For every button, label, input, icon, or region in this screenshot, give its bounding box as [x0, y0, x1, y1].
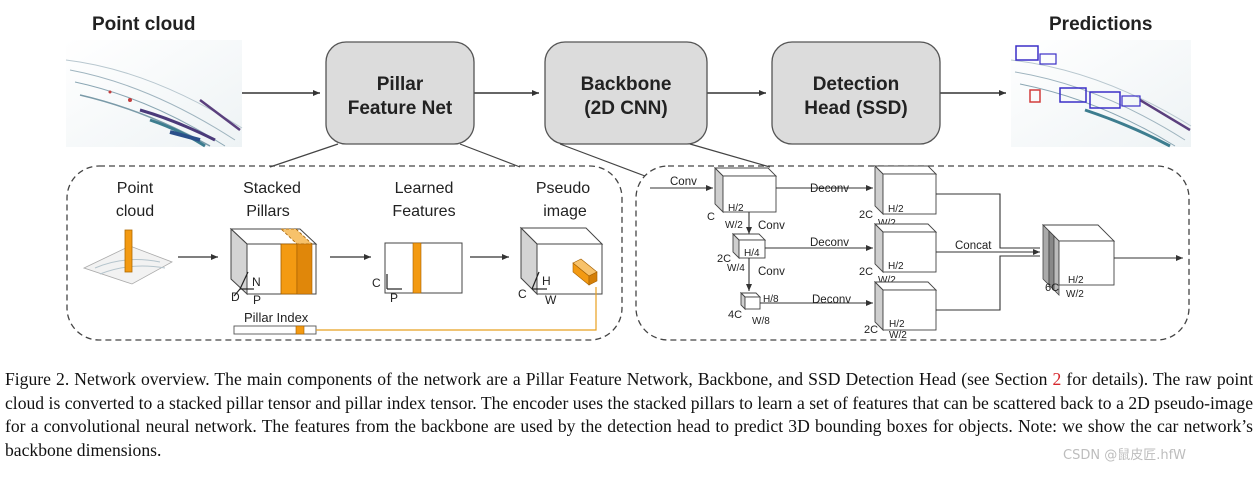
learned-axis-p-label: P: [390, 291, 398, 305]
learned-features-label-1: Learned: [395, 180, 454, 197]
backbone-block-2: [731, 232, 767, 260]
svg-text:Detection: Detection: [813, 74, 900, 95]
block1-c-label: C: [707, 211, 715, 223]
block2-c-label: 2C: [717, 253, 731, 265]
svg-text:Head (SSD): Head (SSD): [804, 98, 907, 119]
conv-label-2: Conv: [758, 220, 785, 232]
svg-text:Backbone: Backbone: [581, 74, 672, 95]
axis-d-label: D: [231, 290, 240, 304]
block1-h-label: H/2: [728, 203, 744, 214]
deconv-label-3: Deconv: [812, 294, 851, 306]
deconv-output-3: [873, 280, 938, 332]
backbone-block-3: [739, 291, 762, 311]
point-cloud-label-1: Point: [117, 180, 154, 197]
pseudo-axis-h-label: H: [542, 274, 551, 288]
deconv3-h-label: H/2: [889, 319, 905, 330]
svg-text:(2D CNN): (2D CNN): [584, 98, 667, 119]
backbone-box: Backbone (2D CNN): [544, 41, 708, 145]
learned-features-tensor: [384, 242, 463, 294]
watermark: CSDN @鼠皮匠.hfW: [1063, 448, 1186, 463]
conv-label-1: Conv: [670, 176, 697, 188]
detection-head-box: Detection Head (SSD): [771, 41, 941, 145]
conv-label-3: Conv: [758, 266, 785, 278]
axis-n-label: N: [252, 275, 261, 289]
point-cloud-title: Point cloud: [92, 14, 195, 35]
block1-w-label: W/2: [725, 220, 743, 231]
stacked-pillars-label-1: Stacked: [243, 180, 301, 197]
pillar-feature-net-box: Pillar Feature Net: [325, 41, 475, 145]
concat-c-label: 6C: [1045, 282, 1059, 294]
deconv2-w-label: W/2: [878, 275, 896, 286]
learned-features-label-2: Features: [392, 203, 455, 220]
pseudo-image-tensor: [519, 226, 604, 296]
deconv-label-2: Deconv: [810, 237, 849, 249]
pseudo-axis-w-label: W: [545, 293, 557, 307]
pseudo-axis-c-label: C: [518, 287, 527, 301]
point-cloud-image: [65, 40, 243, 148]
backbone-block-1: [713, 166, 778, 214]
pillar-index-bar: [233, 287, 597, 335]
stacked-pillars-tensor: [229, 227, 318, 297]
deconv3-w-label: W/2: [889, 330, 907, 341]
deconv1-c-label: 2C: [859, 209, 873, 221]
deconv2-c-label: 2C: [859, 266, 873, 278]
learned-axis-c-label: C: [372, 276, 381, 290]
concat-w-label: W/2: [1066, 289, 1084, 300]
deconv-output-1: [873, 164, 938, 216]
pseudo-image-label-1: Pseudo: [536, 180, 590, 197]
svg-text:Feature Net: Feature Net: [348, 98, 453, 119]
concat-output-block: [1041, 224, 1116, 296]
point-cloud-label-2: cloud: [116, 203, 154, 220]
axis-p-label: P: [253, 293, 261, 307]
deconv1-w-label: W/2: [878, 218, 896, 229]
predictions-title: Predictions: [1049, 14, 1152, 35]
block2-h-label: H/4: [744, 248, 760, 259]
block2-w-label: W/4: [727, 263, 745, 274]
stacked-pillars-label-2: Pillars: [246, 203, 290, 220]
point-cloud-pillar-graphic: [82, 229, 173, 285]
svg-text:Pillar: Pillar: [377, 74, 424, 95]
deconv-label-1: Deconv: [810, 183, 849, 195]
section-reference-link[interactable]: 2: [1052, 369, 1062, 389]
pseudo-image-label-2: image: [543, 203, 587, 220]
block3-h-label: H/8: [763, 294, 779, 305]
figure-caption: Figure 2. Network overview. The main com…: [5, 369, 1253, 460]
pillar-index-label: Pillar Index: [244, 310, 309, 325]
deconv3-c-label: 2C: [864, 324, 878, 336]
block3-c-label: 4C: [728, 309, 742, 321]
block3-w-label: W/8: [752, 316, 770, 327]
concat-h-label: H/2: [1068, 275, 1084, 286]
concat-label: Concat: [955, 240, 992, 252]
predictions-image: [1010, 40, 1192, 148]
deconv2-h-label: H/2: [888, 261, 904, 272]
deconv-output-2: [873, 222, 938, 274]
deconv1-h-label: H/2: [888, 204, 904, 215]
pfn-detail-panel: [66, 165, 623, 341]
